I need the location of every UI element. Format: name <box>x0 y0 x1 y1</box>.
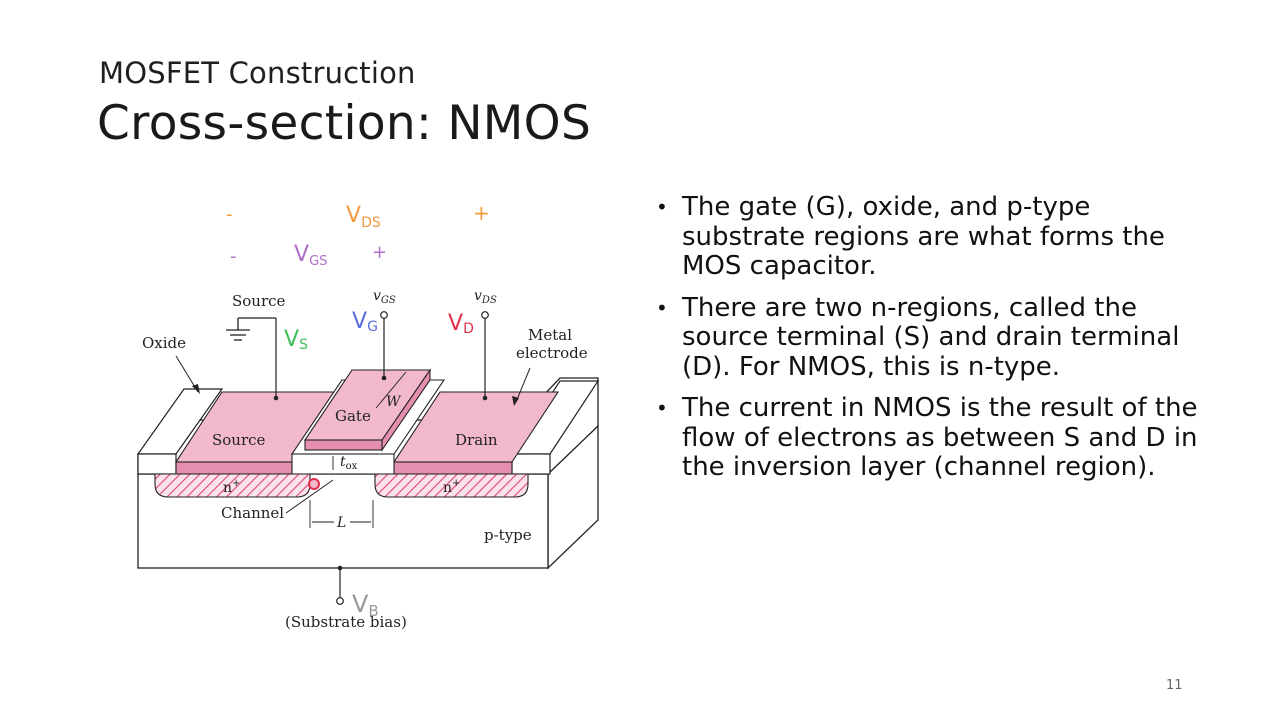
slide-subtitle: MOSFET Construction <box>99 56 416 90</box>
n-plus-drain-label: n+ <box>443 478 460 496</box>
bullet-item: • The current in NMOS is the result of th… <box>656 393 1216 483</box>
substrate-terminal <box>336 597 344 605</box>
width-label: W <box>386 394 402 410</box>
metal-electrode-leader <box>515 367 531 403</box>
oxide-right-front <box>511 453 551 475</box>
vds-label: vDS <box>474 288 497 306</box>
handwritten-vgs: VGS <box>294 242 327 269</box>
handwritten-vds-plus: + <box>473 201 490 225</box>
bullet-text: There are two n-regions, called the sour… <box>682 292 1180 382</box>
gate-label: Gate <box>335 407 371 425</box>
oxide-left-front <box>137 453 177 475</box>
source-region-label: Source <box>212 431 266 449</box>
handwritten-vgs-minus: - <box>230 246 237 267</box>
substrate-contact-dot <box>337 565 343 571</box>
bullet-item: • There are two n-regions, called the sou… <box>656 292 1216 383</box>
source-metal-front <box>175 461 293 475</box>
handwritten-vb: VB <box>352 590 379 620</box>
width-dimension <box>375 371 407 409</box>
metal-electrode-label-line1: Metal <box>528 326 572 344</box>
oxide-label: Oxide <box>142 334 186 352</box>
bullet-item: • The gate (G), oxide, and p-type substra… <box>656 192 1216 282</box>
handwritten-vgs-plus: + <box>372 242 387 263</box>
bullet-text: The current in NMOS is the result of the… <box>682 393 1198 482</box>
gate-oxide-front <box>291 453 395 475</box>
drain-terminal <box>481 311 489 319</box>
slide-title: Cross-section: NMOS <box>97 96 592 151</box>
handwritten-vds-minus: - <box>226 204 233 225</box>
drain-contact-dot <box>482 395 488 401</box>
tox-label: tox <box>340 454 358 472</box>
p-type-label: p-type <box>484 526 532 544</box>
bullet-list: • The gate (G), oxide, and p-type substra… <box>656 192 1216 495</box>
metal-electrode-arrow <box>512 396 519 406</box>
n-plus-drain-region <box>374 473 529 498</box>
gate-terminal <box>380 311 388 319</box>
channel-marker <box>308 478 320 490</box>
source-contact-dot <box>273 395 279 401</box>
source-terminal-label: Source <box>232 292 286 310</box>
drain-region-label: Drain <box>455 431 498 449</box>
length-label: L <box>336 515 346 531</box>
gate-contact-dot <box>381 375 387 381</box>
metal-electrode-label-line2: electrode <box>516 344 588 362</box>
gate-metal-front <box>304 439 383 451</box>
oxide-arrow <box>192 384 200 394</box>
n-plus-source-label: n+ <box>223 478 240 496</box>
bullet-dot-icon: • <box>656 396 668 420</box>
page-number: 11 <box>1166 678 1183 693</box>
bullet-text: The gate (G), oxide, and p-type substrat… <box>682 192 1165 281</box>
handwritten-vds: VDS <box>346 203 381 231</box>
substrate-bias-label: (Substrate bias) <box>285 613 407 631</box>
length-dimension <box>309 500 374 528</box>
bullet-dot-icon: • <box>656 195 668 219</box>
bullet-dot-icon: • <box>656 295 668 320</box>
channel-label: Channel <box>221 504 284 522</box>
ground-icon <box>226 318 250 341</box>
drain-metal-front <box>393 461 513 475</box>
handwritten-vs: VS <box>284 327 308 353</box>
channel-leader <box>285 479 334 514</box>
vgs-label: vGS <box>373 288 396 306</box>
handwritten-vd: VD <box>448 311 474 337</box>
handwritten-vg: VG <box>352 309 378 335</box>
